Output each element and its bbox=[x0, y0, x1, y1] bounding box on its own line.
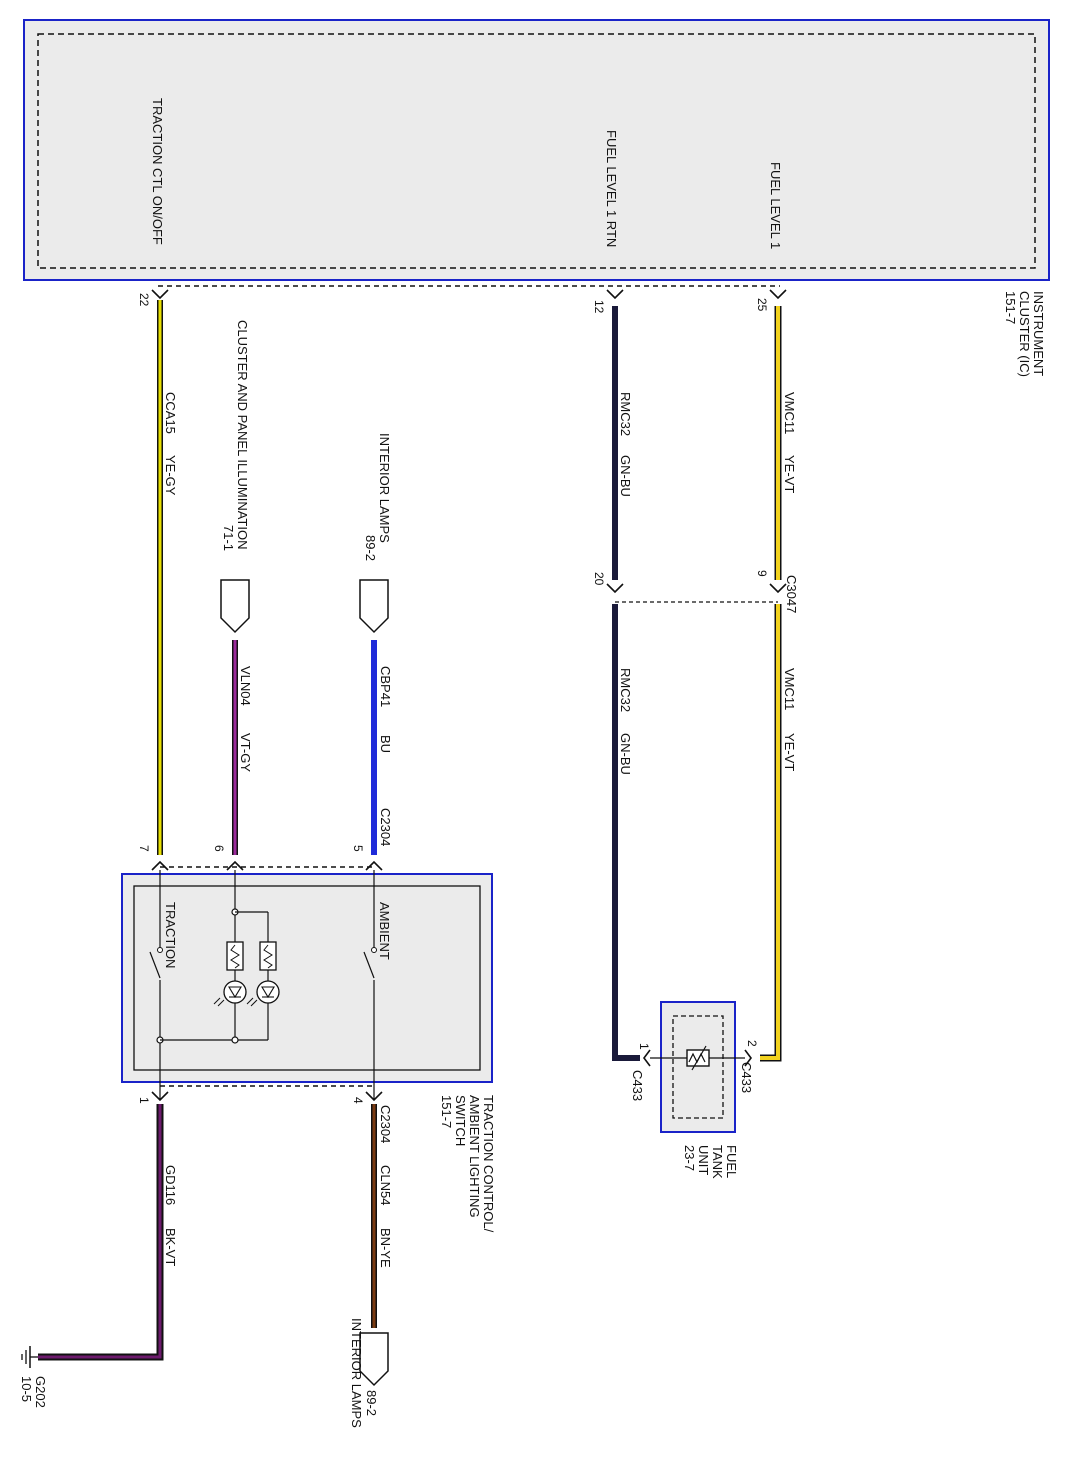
fuel-tank-line1: FUEL bbox=[724, 1145, 739, 1178]
fuel-tank-unit-inner bbox=[672, 1015, 724, 1119]
connector-c2304-bottom: 1 4 C2304 bbox=[137, 1085, 393, 1143]
interior-lamps-top-name: INTERIOR LAMPS bbox=[377, 433, 392, 543]
wire-rmc32-lower: RMC32 GN-BU bbox=[612, 604, 640, 1061]
wire-vmc11-circuit-lower: VMC11 bbox=[782, 668, 797, 710]
instrument-cluster-inner bbox=[37, 33, 1036, 269]
fuel-tank-line3: UNIT bbox=[696, 1145, 711, 1175]
illum-led-2 bbox=[256, 980, 280, 1004]
c2304-pin-4: 4 bbox=[351, 1097, 365, 1104]
switch-name-line1: TRACTION CONTROL/ bbox=[481, 1095, 496, 1233]
c2304-pin-5: 5 bbox=[351, 845, 365, 852]
wire-vln04-circuit: VLN04 bbox=[238, 666, 253, 706]
wire-rmc32-color-lower: GN-BU bbox=[618, 733, 633, 775]
wire-vmc11-color-upper: YE-VT bbox=[782, 455, 797, 493]
ambient-switch-blade bbox=[363, 951, 375, 979]
switch-ambient-label: AMBIENT bbox=[377, 902, 392, 960]
fuel-tank-ref: 23-7 bbox=[682, 1145, 697, 1171]
c433-name-right: C433 bbox=[739, 1062, 754, 1093]
instrument-cluster: TRACTION CTL ON/OFF FUEL LEVEL 1 RTN FUE… bbox=[23, 19, 1050, 377]
wire-vmc11-circuit-upper: VMC11 bbox=[782, 392, 797, 434]
cluster-name-line1: INSTRUMENT bbox=[1031, 291, 1046, 376]
c433-name-left: C433 bbox=[630, 1070, 645, 1101]
connector-c3047: 20 9 C3047 bbox=[592, 570, 799, 613]
wire-cln54-circuit: CLN54 bbox=[378, 1165, 393, 1205]
ref-interior-lamps-bottom: 89-2 INTERIOR LAMPS bbox=[349, 1318, 389, 1428]
ground-ref: 10-5 bbox=[19, 1376, 34, 1402]
ref-interior-lamps-top: INTERIOR LAMPS 89-2 bbox=[359, 433, 392, 634]
interior-lamps-top-ref: 89-2 bbox=[363, 535, 378, 561]
wire-rmc32-circuit-lower: RMC32 bbox=[618, 668, 633, 712]
switch-name-line3: SWITCH bbox=[453, 1095, 468, 1146]
c433-pin-2: 2 bbox=[745, 1040, 759, 1047]
cluster-name-line2: CLUSTER (IC) bbox=[1017, 291, 1032, 377]
switch-inner bbox=[133, 885, 481, 1071]
cluster-signal-fuel-rtn: FUEL LEVEL 1 RTN bbox=[604, 130, 619, 247]
c2304-pin-7: 7 bbox=[137, 845, 151, 852]
c3047-pin-20: 20 bbox=[592, 572, 606, 586]
illum-led-1 bbox=[223, 980, 247, 1004]
cluster-pin-25: 25 bbox=[755, 298, 769, 312]
c3047-name: C3047 bbox=[784, 575, 799, 613]
fuel-tank-unit-box bbox=[660, 1001, 736, 1133]
wire-gd116-circuit: GD116 bbox=[163, 1165, 178, 1205]
instrument-cluster-box bbox=[23, 19, 1050, 281]
wire-vln04: VLN04 VT-GY bbox=[232, 640, 253, 855]
interior-lamps-bottom-arrow bbox=[359, 1332, 389, 1387]
cluster-panel-illum-ref: 71-1 bbox=[221, 525, 236, 551]
cluster-panel-illum-arrow bbox=[220, 579, 250, 634]
ref-cluster-panel-illumination: CLUSTER AND PANEL ILLUMINATION 71-1 bbox=[220, 320, 250, 634]
wire-cca15-circuit: CCA15 bbox=[163, 392, 178, 434]
illum-resistor-1 bbox=[226, 941, 244, 971]
wire-cca15: CCA15 YE-GY bbox=[157, 300, 178, 855]
wire-cbp41: CBP41 BU C2304 bbox=[371, 640, 393, 855]
switch-ref: 151-7 bbox=[439, 1095, 454, 1128]
cluster-pin-22-chevron bbox=[151, 289, 169, 300]
wire-gd116: GD116 BK-VT bbox=[38, 1104, 178, 1361]
c3047-pin-9: 9 bbox=[755, 570, 769, 577]
wire-vln04-color: VT-GY bbox=[238, 733, 253, 772]
wire-rmc32-upper: RMC32 GN-BU bbox=[612, 306, 633, 580]
cluster-pin-25-chevron bbox=[769, 289, 787, 300]
interior-lamps-bottom-ref: 89-2 bbox=[364, 1390, 379, 1416]
wire-cbp41-color: BU bbox=[378, 735, 393, 753]
cluster-signal-fuel: FUEL LEVEL 1 bbox=[768, 162, 783, 249]
cluster-pin-12: 12 bbox=[592, 300, 606, 314]
switch-name-line2: AMBIENT LIGHTING bbox=[467, 1095, 482, 1218]
switch-traction-label: TRACTION bbox=[163, 902, 178, 968]
wire-vmc11-color-lower: YE-VT bbox=[782, 733, 797, 771]
c433-pin-1: 1 bbox=[637, 1043, 651, 1050]
wire-rmc32-circuit-upper: RMC32 bbox=[618, 392, 633, 436]
interior-lamps-bottom-name: INTERIOR LAMPS bbox=[349, 1318, 364, 1428]
c2304-top-name: C2304 bbox=[378, 808, 393, 846]
wire-cbp41-circuit: CBP41 bbox=[378, 666, 393, 707]
ground-g202: G202 10-5 bbox=[19, 1346, 48, 1408]
wire-vmc11-lower: VMC11 YE-VT bbox=[760, 604, 797, 1062]
c2304-bottom-name: C2304 bbox=[378, 1105, 393, 1143]
connector-c2304-top: 7 6 5 bbox=[137, 845, 383, 871]
wire-cln54: CLN54 BN-YE bbox=[371, 1104, 393, 1328]
fuel-tank-line2: TANK bbox=[710, 1145, 725, 1179]
cluster-pin-12-chevron bbox=[606, 289, 624, 300]
switch-box bbox=[121, 873, 493, 1083]
cluster-signal-traction: TRACTION CTL ON/OFF bbox=[150, 98, 165, 245]
wire-vmc11-upper: VMC11 YE-VT bbox=[774, 306, 797, 580]
cluster-pin-22: 22 bbox=[137, 293, 151, 307]
interior-lamps-top-arrow bbox=[359, 579, 389, 634]
ground-name: G202 bbox=[33, 1376, 48, 1408]
illum-resistor-2 bbox=[259, 941, 277, 971]
cluster-panel-illum-name: CLUSTER AND PANEL ILLUMINATION bbox=[235, 320, 250, 549]
c2304-pin-6: 6 bbox=[212, 845, 226, 852]
wire-rmc32-color-upper: GN-BU bbox=[618, 455, 633, 497]
traction-ambient-switch: TRACTION AMBIENT TRACTION bbox=[121, 870, 496, 1233]
fuel-tank-unit: 1 2 C433 C433 FUEL TANK UNIT 23-7 bbox=[630, 1001, 759, 1179]
cluster-ref: 151-7 bbox=[1003, 291, 1018, 324]
traction-switch-blade bbox=[149, 951, 161, 979]
wire-gd116-color: BK-VT bbox=[163, 1228, 178, 1266]
c2304-pin-1: 1 bbox=[137, 1097, 151, 1104]
wire-cca15-color: YE-GY bbox=[163, 455, 178, 496]
wire-cln54-color: BN-YE bbox=[378, 1228, 393, 1268]
fuel-sender-icon bbox=[686, 1049, 710, 1067]
